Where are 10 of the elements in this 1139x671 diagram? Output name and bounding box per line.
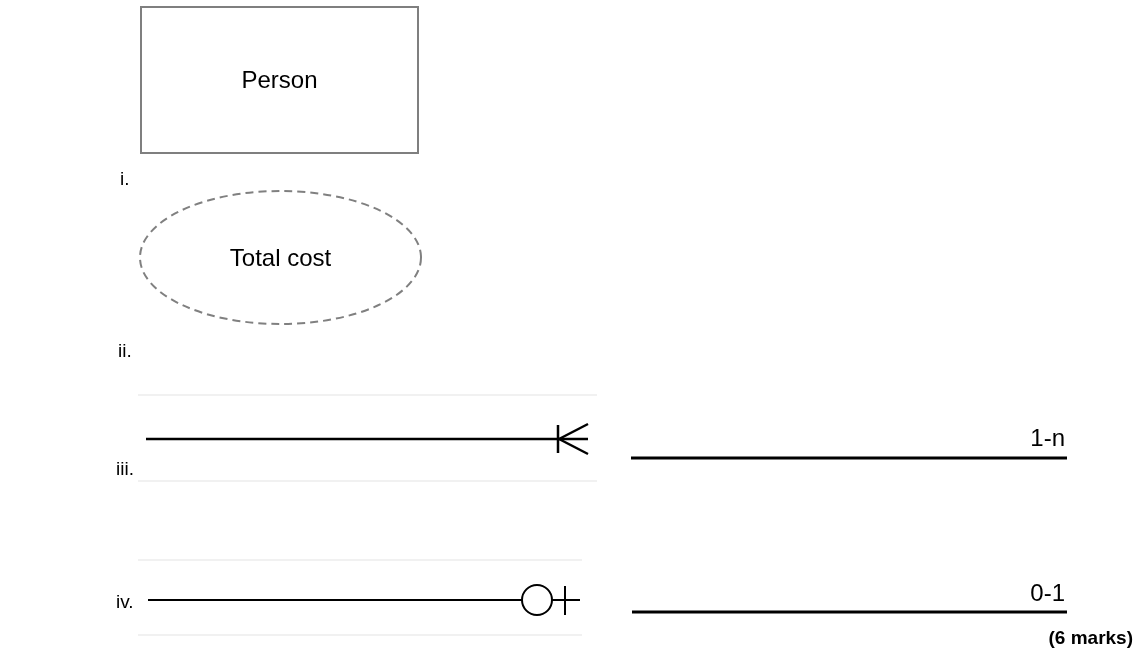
- item-numeral: i.: [120, 168, 130, 190]
- entity-box: [140, 6, 419, 154]
- item-numeral: iii.: [116, 458, 134, 480]
- marks-note: (6 marks): [1048, 627, 1133, 649]
- node-label: Person: [241, 66, 318, 94]
- item-numeral: iv.: [116, 591, 134, 613]
- item-numeral: ii.: [118, 340, 132, 362]
- node-label: Total cost: [229, 243, 332, 272]
- cardinality-label: 1-n: [1030, 424, 1065, 452]
- cardinality-label: 0-1: [1030, 579, 1065, 607]
